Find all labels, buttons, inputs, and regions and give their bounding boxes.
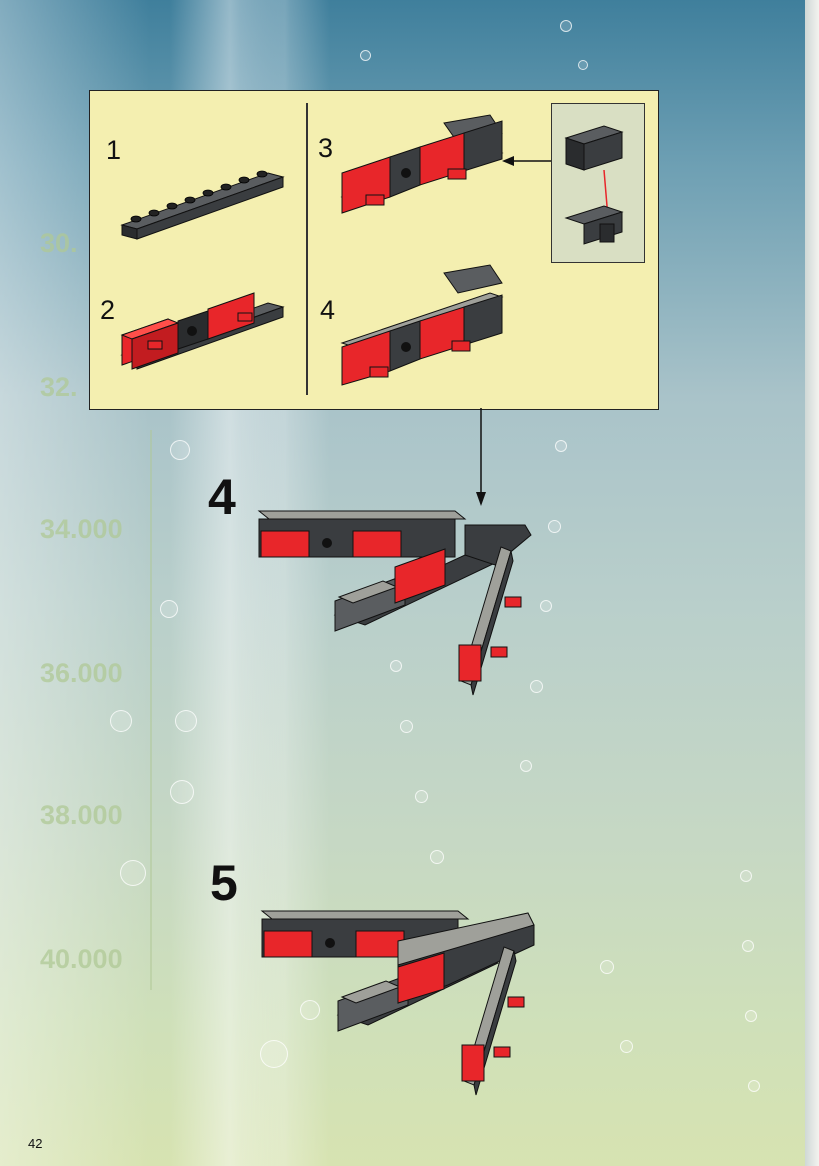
- bubble: [748, 1080, 760, 1092]
- bubble: [520, 760, 532, 772]
- bubble: [745, 1010, 757, 1022]
- bubble: [555, 440, 567, 452]
- sub-step-number: 1: [106, 135, 122, 165]
- bubble: [400, 720, 413, 733]
- step-number: 5: [210, 855, 238, 911]
- bubble: [170, 440, 190, 460]
- hinge-brick-illustration: [564, 125, 624, 245]
- sub-step-number: 3: [318, 133, 334, 163]
- page-edge: [805, 0, 819, 1166]
- red-brick-assembly-illustration: [120, 292, 285, 370]
- sub-step-number: 2: [100, 295, 116, 325]
- bubble: [260, 1040, 288, 1068]
- depth-marker: 38.000: [40, 800, 123, 830]
- bubble: [530, 680, 543, 693]
- bubble: [430, 850, 444, 864]
- bubble: [160, 600, 178, 618]
- bubble: [742, 940, 754, 952]
- bubble: [170, 780, 194, 804]
- detail-inset: [551, 103, 645, 263]
- bubble: [578, 60, 588, 70]
- arrow-down-icon: [476, 408, 486, 506]
- bubble: [540, 600, 552, 612]
- sub-step-number: 4: [320, 295, 336, 325]
- depth-marker: 30.: [40, 228, 78, 258]
- page-number: 42: [28, 1136, 43, 1151]
- panel-divider: [306, 103, 308, 395]
- plate-brick-illustration: [120, 170, 285, 240]
- depth-marker: 32.: [40, 372, 78, 402]
- bubble: [110, 710, 132, 732]
- depth-marker: 36.000: [40, 658, 123, 688]
- bubble: [175, 710, 197, 732]
- bubble: [415, 790, 428, 803]
- bubble: [560, 20, 572, 32]
- bubble: [740, 870, 752, 882]
- bubble: [600, 960, 614, 974]
- model-step-illustration: [260, 910, 535, 1096]
- bubble: [620, 1040, 633, 1053]
- depth-marker: 34.000: [40, 514, 123, 544]
- bubble: [390, 660, 402, 672]
- depth-scale-line: [150, 430, 152, 990]
- model-step-illustration: [257, 510, 532, 696]
- sub-assembly-panel: 1 2 3 4: [89, 90, 659, 410]
- bubble: [120, 860, 146, 886]
- bubble: [548, 520, 561, 533]
- wing-assembly-illustration: [340, 114, 504, 214]
- bubble: [300, 1000, 320, 1020]
- step-number: 4: [208, 469, 236, 525]
- wing-assembly-illustration: [340, 264, 504, 386]
- depth-marker: 40.000: [40, 944, 123, 974]
- arrow-left-icon: [502, 156, 556, 166]
- bubble: [360, 50, 371, 61]
